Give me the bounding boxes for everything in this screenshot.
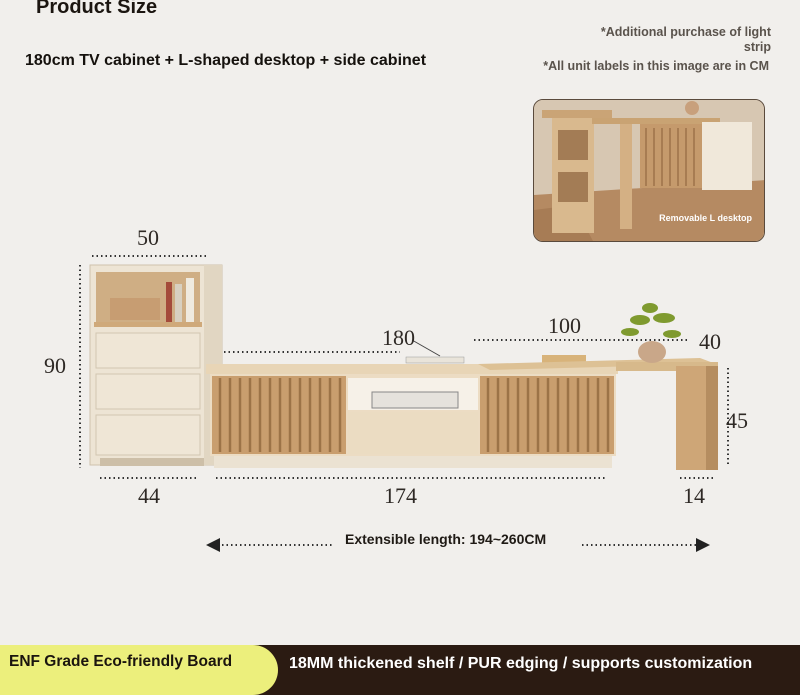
arrow-right-icon [696, 538, 710, 552]
l-desktop [478, 303, 718, 470]
dim-desk-depth: 40 [699, 329, 721, 354]
product-subtitle: 180cm TV cabinet + L-shaped desktop + si… [25, 52, 427, 69]
dim-desk-height: 45 [726, 408, 748, 433]
photo-caption: Removable L desktop [659, 213, 752, 223]
dim-desk-leg-width: 14 [683, 483, 705, 508]
tv-cabinet [206, 355, 618, 468]
room-photo: Removable L desktop [533, 99, 765, 242]
eco-badge-text: ENF Grade Eco-friendly Board [9, 653, 233, 670]
dim-side-width-top: 50 [137, 225, 159, 250]
dim-tv-width-bottom: 174 [384, 483, 417, 508]
dim-tv-width-top: 180 [382, 325, 415, 350]
dim-side-height: 90 [44, 353, 66, 378]
dim-side-width-bottom: 44 [138, 483, 160, 508]
dimension-lines [79, 255, 729, 546]
note-light-strip: *Additional purchase of light strip [600, 25, 771, 54]
eco-badge [0, 645, 278, 695]
room-photo-illustration [534, 100, 764, 241]
dim-desk-length: 100 [548, 313, 581, 338]
arrow-left-icon [206, 538, 220, 552]
footer-features: 18MM thickened shelf / PUR edging / supp… [289, 655, 753, 672]
extensible-length-label: Extensible length: 194~260CM [345, 531, 547, 547]
page-title: Product Size [36, 0, 158, 18]
dimension-ticks [411, 339, 441, 357]
side-cabinet [89, 264, 223, 466]
furniture-diagram [79, 255, 729, 552]
note-units: *All unit labels in this image are in CM [543, 59, 769, 73]
